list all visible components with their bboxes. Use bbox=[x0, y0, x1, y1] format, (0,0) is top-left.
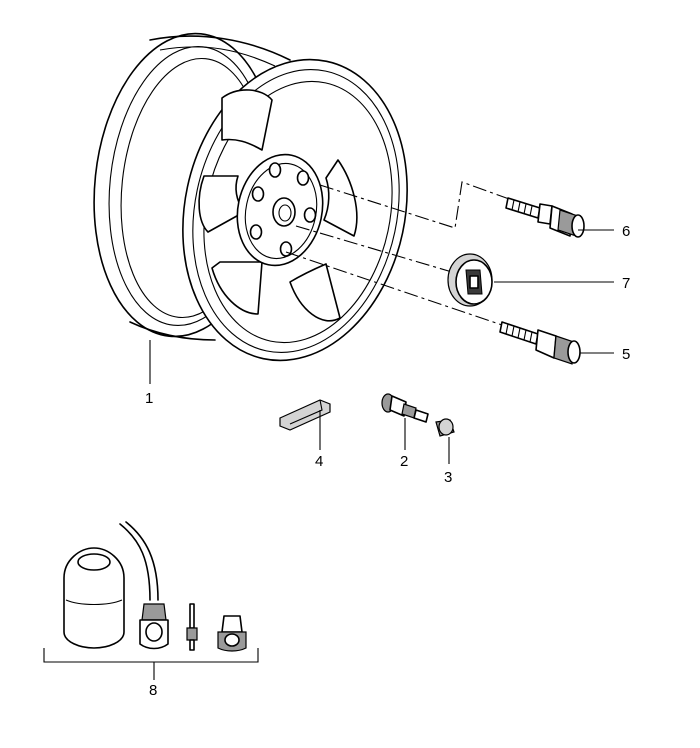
callout-5: 5 bbox=[622, 346, 630, 363]
center-bore bbox=[272, 197, 296, 227]
wheel-rim bbox=[93, 32, 408, 362]
wheel-bolt-5 bbox=[499, 321, 581, 365]
callout-3: 3 bbox=[444, 469, 452, 486]
bolt-hole bbox=[249, 224, 263, 240]
bolt-hole bbox=[296, 170, 310, 186]
assembly-lines bbox=[285, 181, 513, 327]
callout-8: 8 bbox=[149, 682, 157, 699]
spoke-window-bottom-left bbox=[211, 261, 263, 315]
spoke-window-top bbox=[221, 89, 273, 151]
bolt-hole bbox=[251, 186, 265, 202]
center-cap-7 bbox=[447, 253, 493, 307]
callout-6: 6 bbox=[622, 223, 630, 240]
bolt-hole bbox=[268, 162, 282, 178]
valve-cap-3 bbox=[435, 418, 455, 437]
wheel-bolt-6 bbox=[505, 197, 585, 238]
repair-kit-8 bbox=[63, 521, 247, 652]
callout-1: 1 bbox=[145, 390, 153, 407]
callout-4: 4 bbox=[315, 453, 323, 470]
tire-valve-2 bbox=[381, 393, 429, 423]
balance-weight-4 bbox=[279, 399, 331, 431]
callout-2: 2 bbox=[400, 453, 408, 470]
bolt-hole bbox=[303, 207, 317, 223]
callout-leaders bbox=[43, 229, 614, 680]
callout-7: 7 bbox=[622, 275, 630, 292]
spoke-window-bottom-right bbox=[289, 263, 341, 322]
bolt-hole bbox=[279, 241, 293, 257]
